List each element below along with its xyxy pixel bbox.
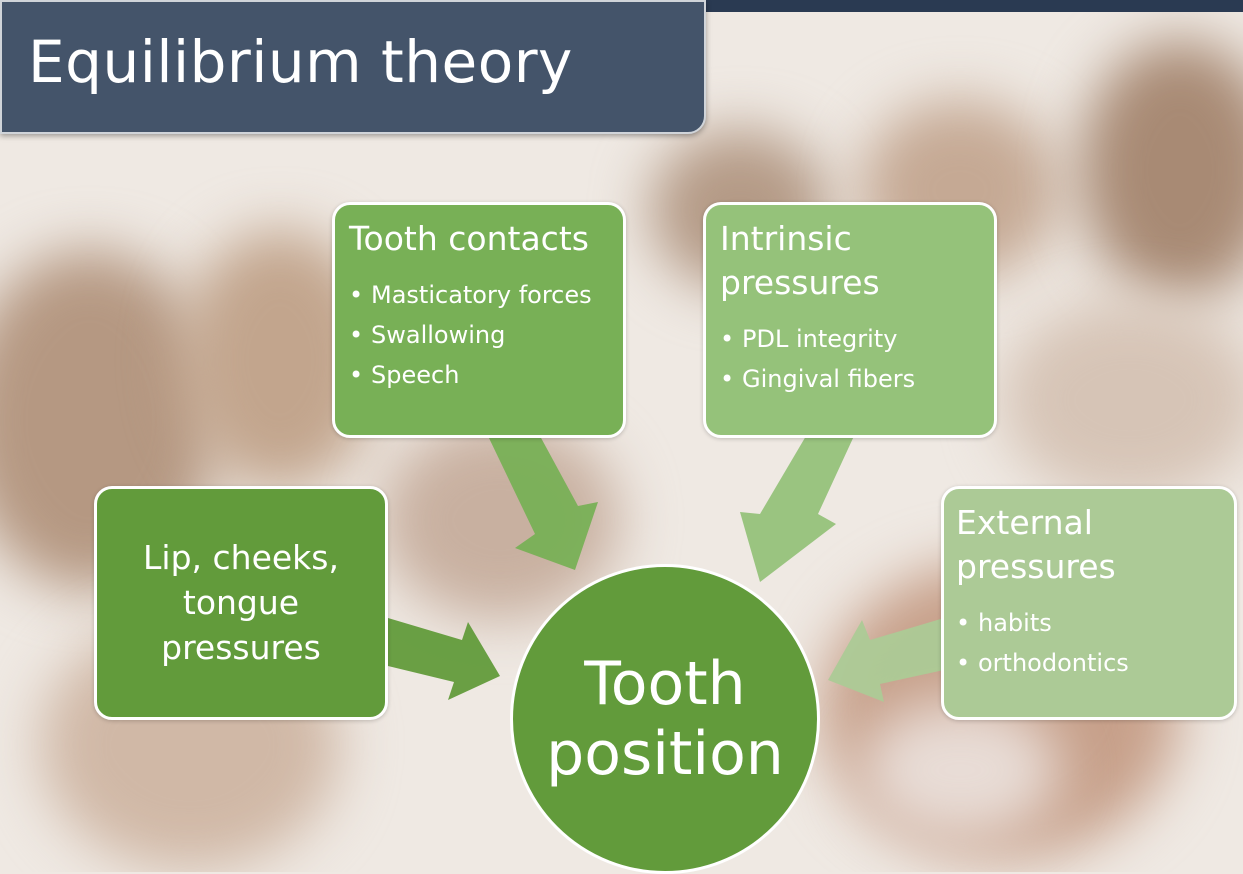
soft-tissue-pressures-box: Lip, cheeks, tongue pressures [94, 486, 388, 720]
soft-tissue-line1: Lip, cheeks, [143, 538, 339, 577]
list-item: •Swallowing [349, 321, 506, 349]
list-item: •Gingival fibers [720, 365, 916, 393]
list-item: •Speech [349, 361, 460, 389]
intrinsic-pressures-box: Intrinsic pressures •PDL integrity •Ging… [703, 202, 997, 438]
list-item: •PDL integrity [720, 325, 898, 353]
tooth-contacts-box: Tooth contacts •Masticatory forces •Swal… [332, 202, 626, 438]
tooth-position-circle: Tooth position [510, 564, 820, 874]
external-heading-line2: pressures [956, 547, 1116, 586]
list-item: •Masticatory forces [349, 281, 592, 309]
soft-tissue-line3: pressures [161, 628, 321, 667]
intrinsic-heading-line1: Intrinsic [720, 219, 852, 258]
external-pressures-box: External pressures •habits •orthodontics [941, 486, 1237, 720]
center-line2: position [546, 719, 784, 789]
title-bar: Equilibrium theory [0, 0, 706, 134]
block-arrow-icon [828, 618, 944, 702]
center-line1: Tooth [584, 649, 746, 719]
tooth-contacts-list: •Masticatory forces •Swallowing •Speech [349, 275, 623, 395]
block-arrow-icon [740, 436, 854, 582]
list-item: •habits [956, 609, 1052, 637]
soft-tissue-line2: tongue [182, 583, 300, 622]
tooth-contacts-heading: Tooth contacts [349, 219, 589, 258]
external-heading-line1: External [956, 503, 1093, 542]
list-item: •orthodontics [956, 649, 1129, 677]
intrinsic-list: •PDL integrity •Gingival fibers [720, 319, 994, 399]
intrinsic-heading-line2: pressures [720, 263, 880, 302]
block-arrow-icon [488, 436, 598, 570]
external-list: •habits •orthodontics [956, 603, 1234, 683]
slide-title: Equilibrium theory [28, 28, 573, 96]
block-arrow-icon [388, 618, 500, 700]
